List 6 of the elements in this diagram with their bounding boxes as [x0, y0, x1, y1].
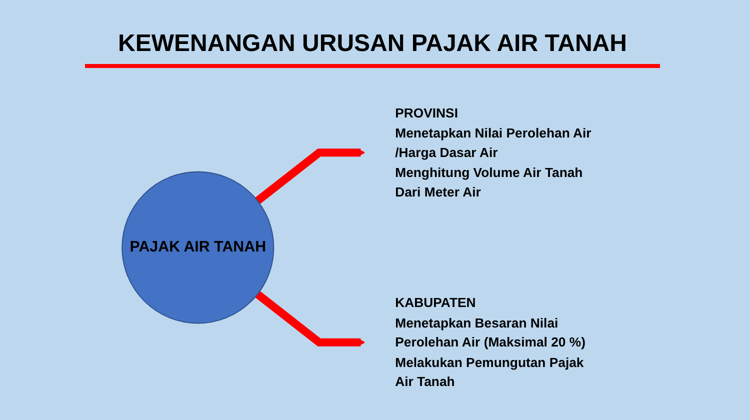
arrow: [255, 290, 366, 347]
node-text: KABUPATEN Menetapkan Besaran Nilai Perolehan Air (Maksimal 20 %) Melakukan Pemungutan Pajak Air Tanah: [395, 295, 586, 390]
arrow: [255, 148, 366, 204]
node-text: PROVINSI Menetapkan Nilai Perolehan Air /Harga Dasar Air Menghitung Volume Air Tanah Dari Meter Air: [395, 105, 592, 200]
node-circle: PAJAK AIR TANAH: [122, 171, 274, 324]
title: KEWENANGAN URUSAN PAJAK AIR TANAH: [85, 30, 660, 68]
